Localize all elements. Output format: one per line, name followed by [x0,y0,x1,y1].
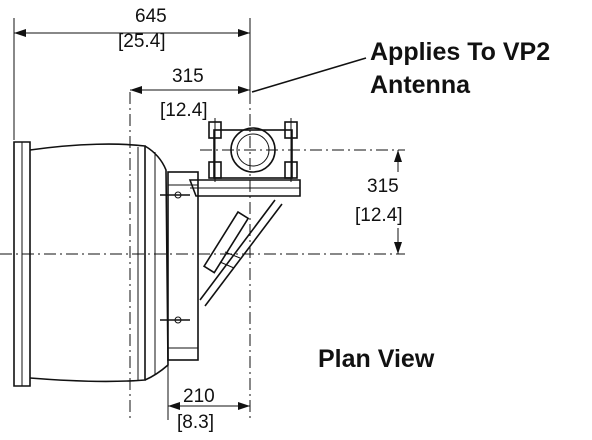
vertical-offset-mm: 315 [367,176,399,197]
callout-line-2: Antenna [370,71,471,99]
overall-width-dimension: 645 [25.4] [13,6,251,140]
view-label: Plan View [318,345,435,373]
vertical-offset-in: [12.4] [355,205,403,226]
overall-width-in: [25.4] [118,31,166,52]
bottom-offset-in: [8.3] [177,412,214,433]
overall-width-mm: 645 [135,6,167,27]
mounting-plate [160,171,199,361]
cable-strut [199,199,283,307]
callout-line-1: Applies To VP2 [370,38,550,66]
mounting-arm [188,179,301,197]
centerlines [0,92,405,420]
bracket-offset-mm: 315 [172,66,204,87]
bracket-offset-dimension: 315 [12.4] [130,66,250,121]
bottom-offset-mm: 210 [183,386,215,407]
bottom-offset-dimension: 210 [8.3] [167,362,250,433]
callout-leader [251,57,367,93]
antenna-radome [13,141,169,387]
vertical-offset-dimension: 315 [12.4] [352,150,422,254]
bracket-offset-in: [12.4] [160,100,208,121]
pipe-clamp [208,118,298,182]
